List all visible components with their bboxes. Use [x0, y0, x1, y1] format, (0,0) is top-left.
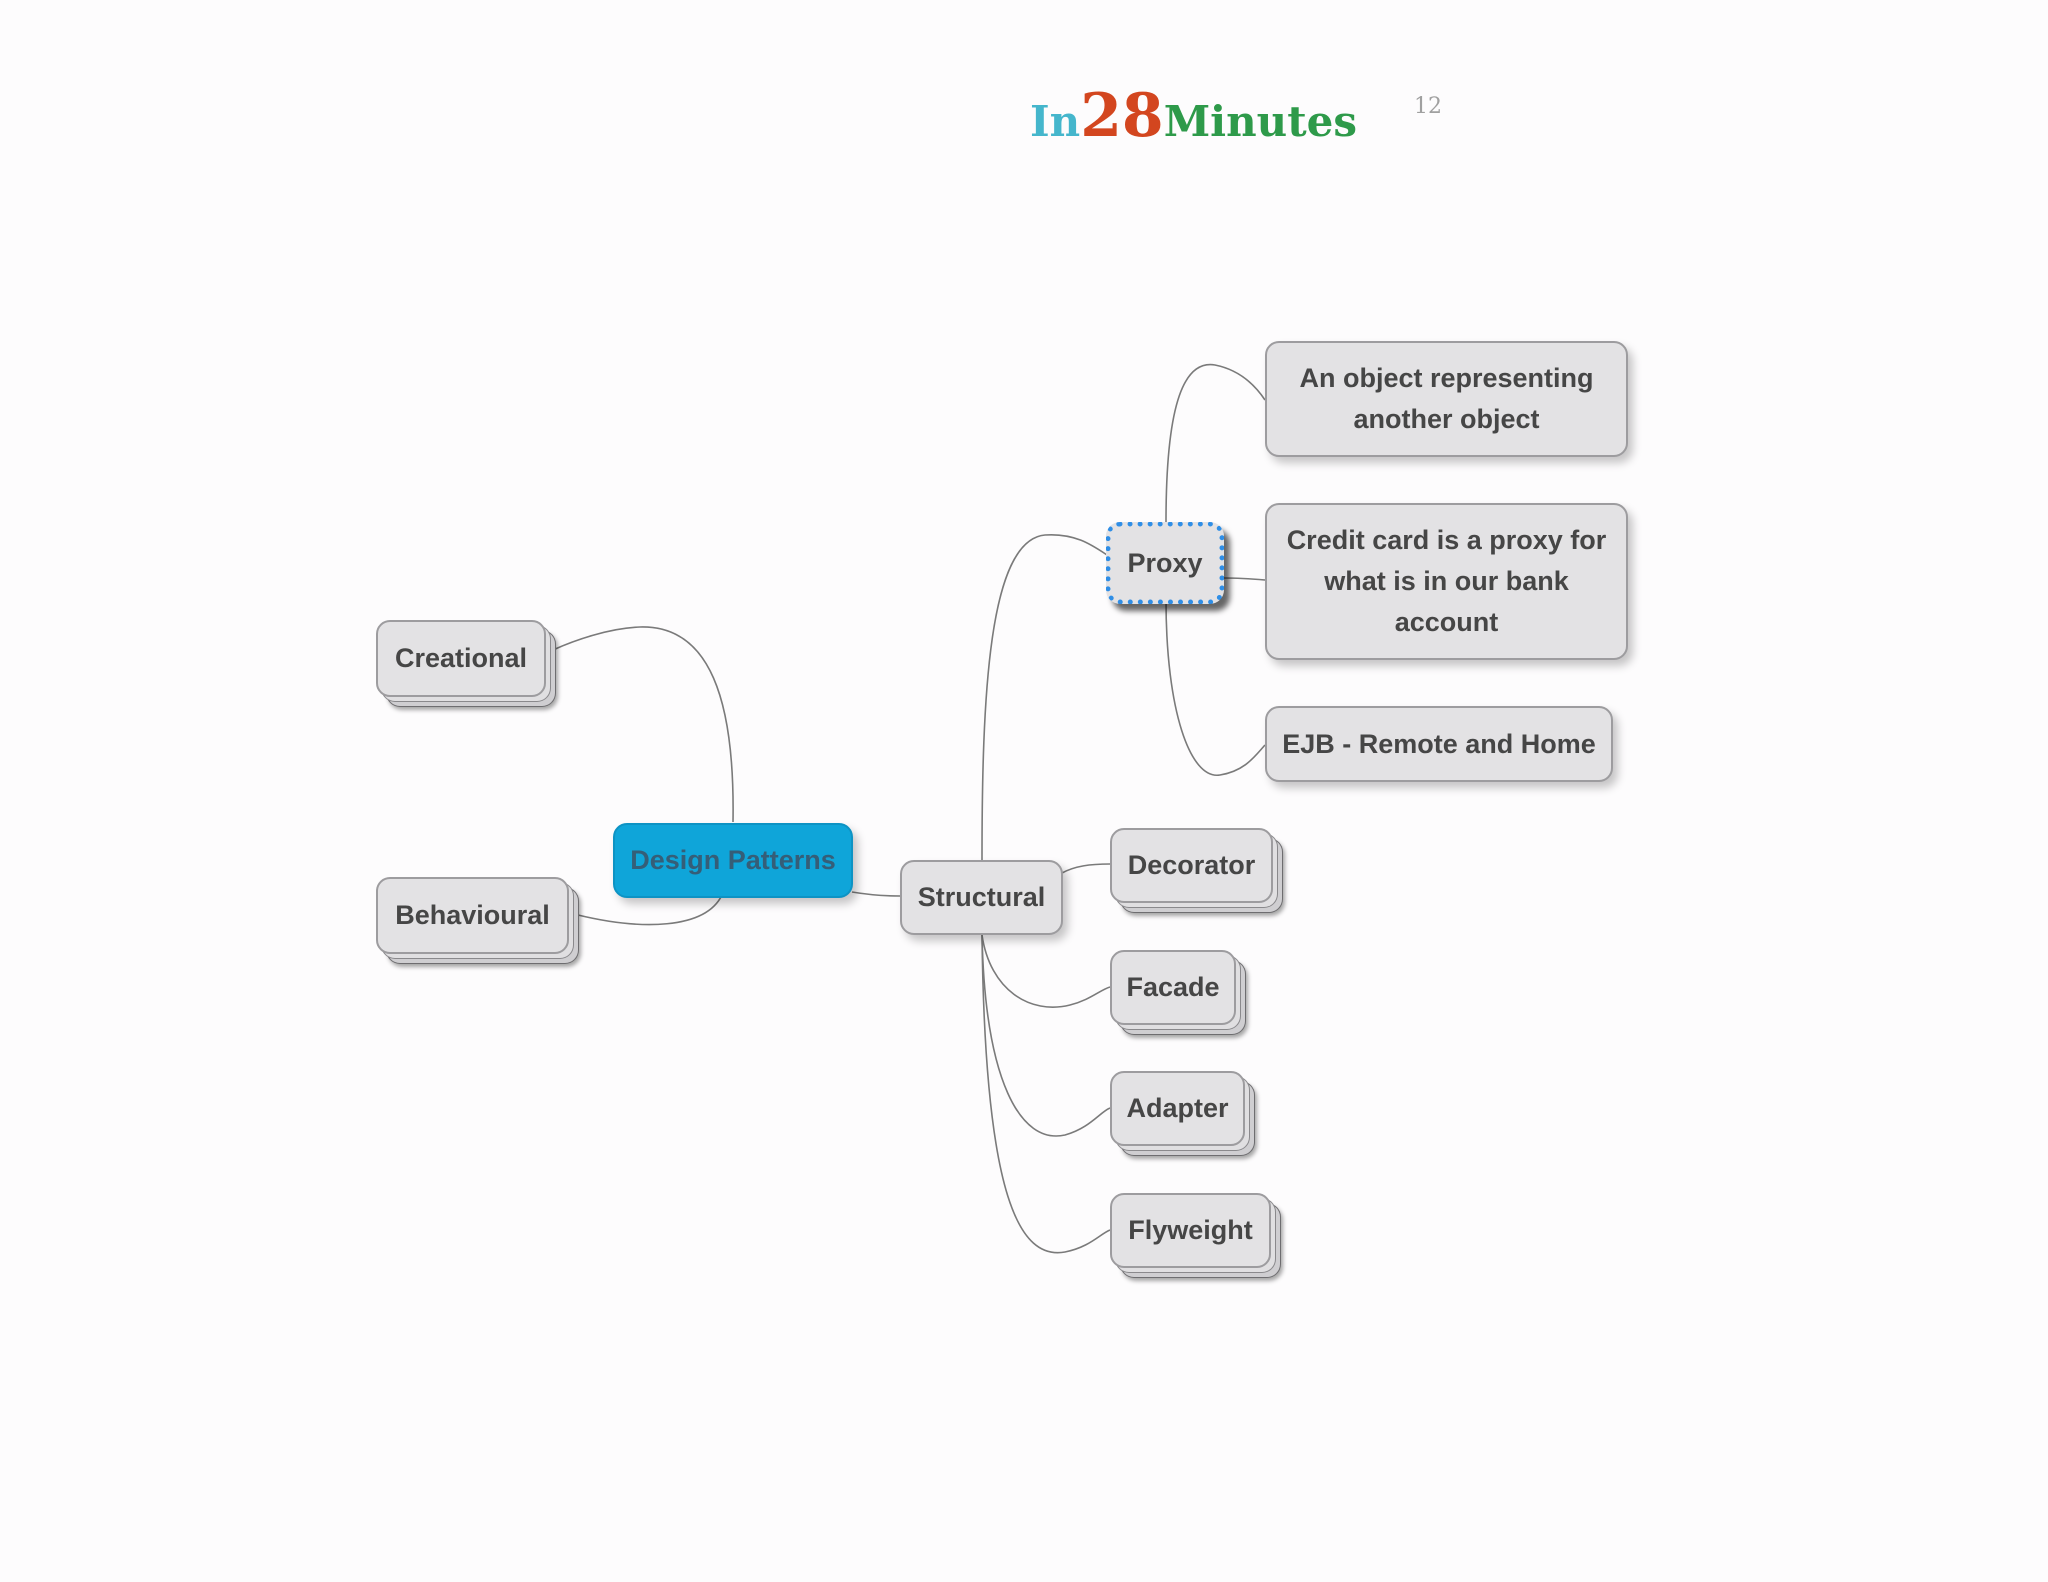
connector-structural-adapter [981, 934, 1111, 1137]
logo-text-in: In [1030, 97, 1081, 146]
root-node-design-patterns[interactable]: Design Patterns [613, 823, 853, 898]
proxy-note-object-representing[interactable]: An object representing another object [1265, 341, 1628, 457]
page-number: 12 [1414, 94, 1442, 119]
connector-structural-decorator [1061, 863, 1111, 874]
node-adapter[interactable]: Adapter [1110, 1071, 1245, 1146]
node-facade[interactable]: Facade [1110, 950, 1236, 1025]
connector-root-creational [552, 626, 734, 823]
connector-root-behavioural [577, 894, 723, 926]
logo-text-minutes: Minutes [1163, 97, 1357, 146]
connector-proxy-note-1 [1165, 363, 1266, 523]
proxy-note-credit-card[interactable]: Credit card is a proxy for what is in ou… [1265, 503, 1628, 660]
node-decorator[interactable]: Decorator [1110, 828, 1273, 903]
connector-structural-flyweight [981, 934, 1111, 1254]
connector-structural-proxy [981, 534, 1108, 861]
connector-structural-facade [981, 934, 1111, 1008]
in28minutes-logo: In28Minutes [1030, 86, 1357, 146]
connector-proxy-note-3 [1165, 599, 1266, 776]
proxy-note-ejb[interactable]: EJB - Remote and Home [1265, 706, 1613, 782]
node-creational[interactable]: Creational [376, 620, 546, 697]
connector-proxy-note-2 [1223, 577, 1266, 581]
node-flyweight[interactable]: Flyweight [1110, 1193, 1271, 1268]
node-behavioural[interactable]: Behavioural [376, 877, 569, 954]
connector-root-structural [851, 891, 901, 897]
node-proxy[interactable]: Proxy [1106, 522, 1224, 604]
logo-text-28: 28 [1080, 81, 1164, 151]
node-structural[interactable]: Structural [900, 860, 1063, 935]
